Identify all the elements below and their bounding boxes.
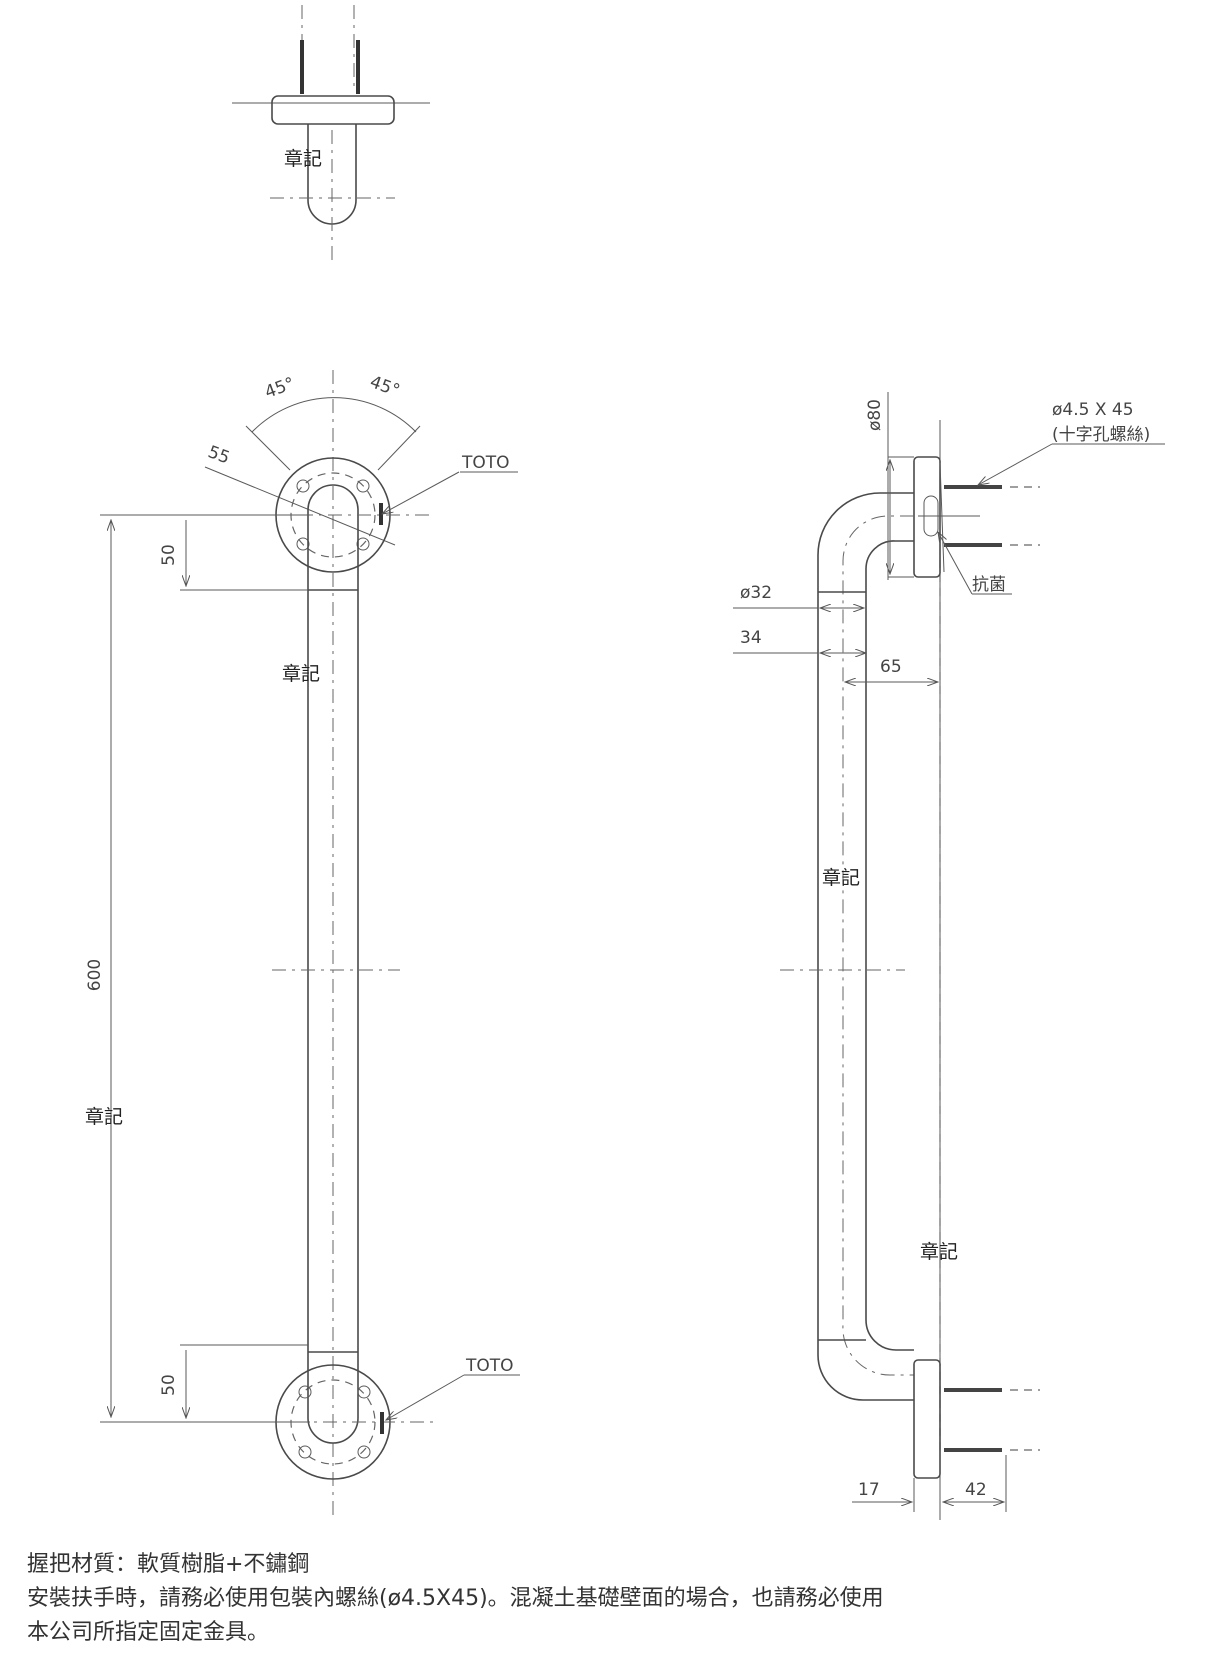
screw-spec-label: ø4.5 X 45: [1052, 400, 1134, 420]
angle-label: 45°: [262, 374, 297, 403]
top-view: 章記: [232, 5, 430, 262]
brand-label: TOTO: [465, 1356, 514, 1376]
screw-hole-icon: [296, 479, 370, 551]
screw-icon: [944, 1388, 1002, 1452]
screw-type-label: (十字孔螺絲): [1052, 425, 1150, 445]
mark-label: 章記: [85, 1106, 123, 1128]
dim-label: 50: [159, 1374, 179, 1396]
logo-mark-icon: [380, 1412, 384, 1434]
dim-label: 34: [740, 628, 762, 648]
dim-label: 50: [159, 544, 179, 566]
dim-label: 65: [880, 657, 902, 677]
mark-label: 章記: [284, 148, 322, 170]
install-note-cont: 本公司所指定固定金具。: [27, 1620, 270, 1645]
dim-label: 17: [858, 1480, 880, 1500]
install-note: 安裝扶手時，請務必使用包裝內螺絲(ø4.5X45)。混凝土基礎壁面的場合，也請務…: [27, 1586, 884, 1611]
dim-label: ø32: [740, 583, 772, 603]
mark-label: 章記: [282, 663, 320, 685]
notes: 握把材質：軟質樹脂+不鏽鋼 安裝扶手時，請務必使用包裝內螺絲(ø4.5X45)。…: [27, 1548, 884, 1650]
mark-label: 章記: [920, 1241, 958, 1263]
material-note: 握把材質：軟質樹脂+不鏽鋼: [27, 1552, 310, 1577]
screw-icon: [300, 40, 360, 94]
screw-hole-icon: [298, 1385, 371, 1459]
antibacterial-label: 抗菌: [972, 575, 1006, 595]
dim-label: 42: [965, 1480, 987, 1500]
mark-label: 章記: [822, 867, 860, 889]
brand-label: TOTO: [461, 453, 510, 473]
dim-label: 600: [85, 959, 105, 991]
dim-label: ø80: [865, 399, 885, 431]
front-view: 45° 45° 55 TOTO 章記: [85, 370, 520, 1520]
radius-label: 55: [205, 442, 232, 468]
screw-icon: [944, 485, 1002, 547]
angle-label: 45°: [367, 372, 402, 401]
side-view: ø80 ø4.5 X 45 (十字孔螺絲) 抗菌 ø32 34 65 章記 章記…: [733, 392, 1165, 1520]
